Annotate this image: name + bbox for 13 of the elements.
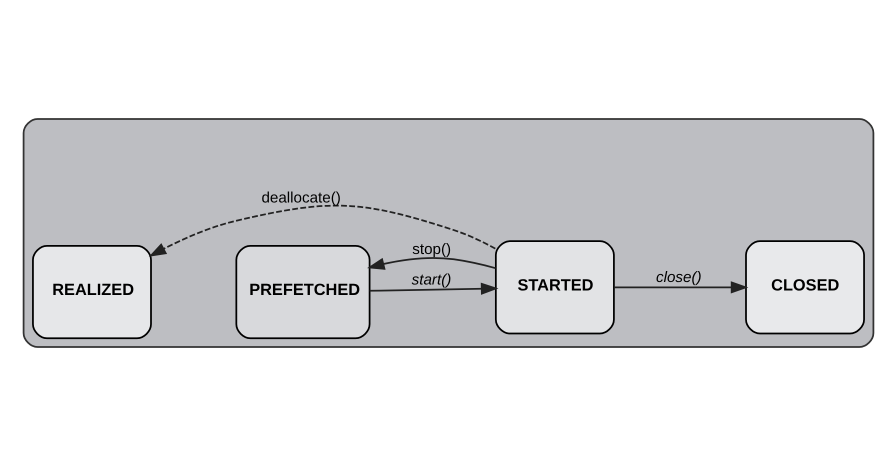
edge-label: stop() (412, 240, 451, 258)
edge-label: close() (655, 268, 702, 286)
node-box: STARTED (494, 240, 614, 334)
arrow (148, 204, 496, 256)
node-box: CLOSED (744, 240, 864, 334)
edge-label: deallocate() (260, 188, 340, 206)
arrow (369, 282, 498, 294)
arrow (614, 280, 748, 293)
node-box: PREFETCHED (234, 244, 370, 339)
node-box: REALIZED (32, 244, 152, 339)
arrow (366, 256, 496, 270)
cluster (22, 118, 874, 348)
edge-label: start() (411, 270, 451, 288)
